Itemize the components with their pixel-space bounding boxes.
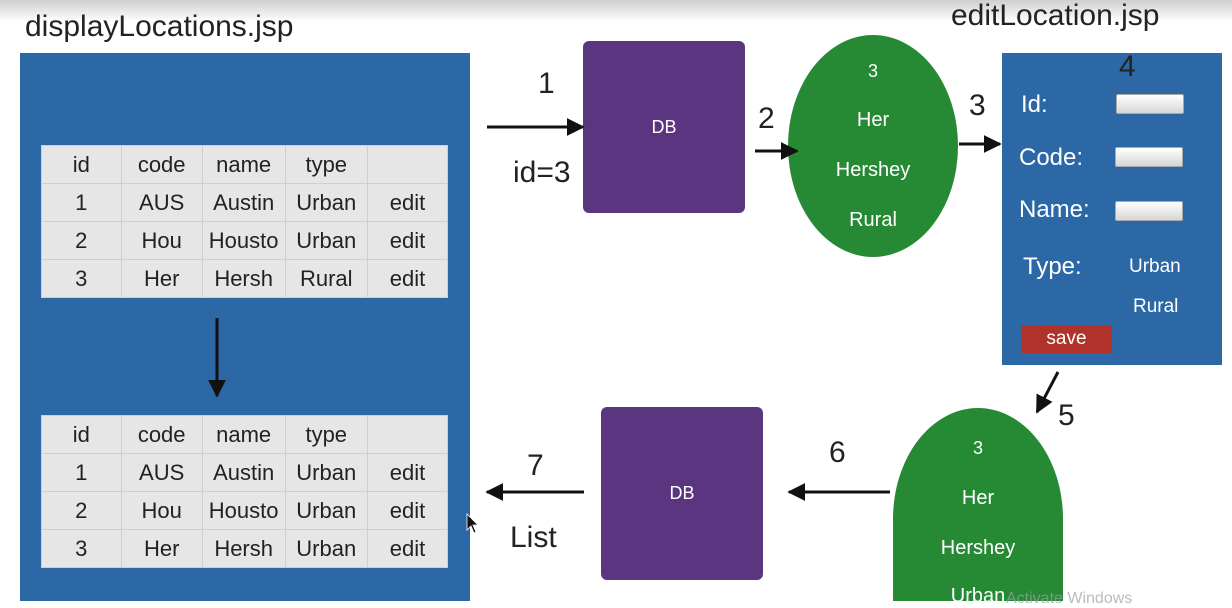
record-id: 3 bbox=[972, 438, 983, 458]
table-header-cell: id bbox=[41, 145, 122, 184]
db-label: DB bbox=[651, 116, 677, 137]
table-cell: Austin bbox=[201, 453, 286, 492]
id-label: Id: bbox=[1021, 91, 1048, 118]
step-5-label: 5 bbox=[1058, 399, 1075, 432]
table-cell: Her bbox=[120, 259, 203, 298]
table-header-row: id code name type bbox=[41, 415, 448, 454]
edit-link[interactable]: edit bbox=[367, 491, 448, 530]
table-row: 2 Hou Housto Urban edit bbox=[41, 491, 448, 530]
table-cell: AUS bbox=[120, 183, 203, 222]
table-cell: Urban bbox=[284, 453, 369, 492]
table-header-cell: type bbox=[284, 145, 369, 184]
mouse-cursor bbox=[466, 513, 479, 534]
step-6-label: 6 bbox=[829, 436, 846, 469]
activate-windows-watermark: Activate Windows bbox=[1006, 590, 1133, 607]
save-button[interactable]: save bbox=[1021, 325, 1112, 353]
record-code: Her bbox=[856, 109, 890, 131]
code-label: Code: bbox=[1019, 144, 1084, 171]
db-box-bottom: DB bbox=[601, 407, 763, 580]
code-field[interactable] bbox=[1115, 147, 1183, 167]
type-option-urban[interactable]: Urban bbox=[1129, 256, 1181, 277]
name-label: Name: bbox=[1019, 196, 1090, 223]
edit-location-title: editLocation.jsp bbox=[951, 0, 1160, 32]
record-ellipse-urban: 3 Her Hershey Urban bbox=[893, 408, 1063, 601]
table-cell: Hou bbox=[120, 491, 203, 530]
top-shadow bbox=[0, 0, 1232, 22]
edit-link[interactable]: edit bbox=[367, 183, 448, 222]
table-header-cell bbox=[367, 145, 448, 184]
type-option-rural[interactable]: Rural bbox=[1133, 296, 1179, 317]
step-3-label: 3 bbox=[969, 89, 986, 122]
table-cell: Urban bbox=[284, 491, 369, 530]
table-cell: 1 bbox=[41, 453, 122, 492]
edit-location-form: Id: Code: Name: Type: Urban Rural save bbox=[1002, 53, 1222, 365]
table-header-row: id code name type bbox=[41, 145, 448, 184]
locations-table-after: id code name type 1 AUS Austin Urban edi… bbox=[41, 415, 448, 568]
table-row: 3 Her Hersh Rural edit bbox=[41, 259, 448, 298]
edit-link[interactable]: edit bbox=[367, 453, 448, 492]
table-cell: Housto bbox=[201, 491, 286, 530]
record-name: Hershey bbox=[835, 159, 911, 181]
table-cell: Her bbox=[120, 529, 203, 568]
table-header-cell: type bbox=[284, 415, 369, 454]
record-type: Rural bbox=[849, 209, 897, 231]
table-cell: Housto bbox=[201, 221, 286, 260]
table-cell: Rural bbox=[284, 259, 369, 298]
name-field[interactable] bbox=[1115, 201, 1183, 221]
table-cell: Hersh bbox=[201, 259, 286, 298]
table-header-cell: code bbox=[120, 415, 203, 454]
table-cell: Hou bbox=[120, 221, 203, 260]
edit-link[interactable]: edit bbox=[367, 259, 448, 298]
table-row: 3 Her Hersh Urban edit bbox=[41, 529, 448, 568]
locations-table-before: id code name type 1 AUS Austin Urban edi… bbox=[41, 145, 448, 298]
table-cell: 3 bbox=[41, 529, 122, 568]
arrow-5 bbox=[1035, 371, 1060, 414]
table-cell: 2 bbox=[41, 221, 122, 260]
id-field[interactable] bbox=[1116, 94, 1184, 114]
id-param-label: id=3 bbox=[513, 156, 571, 189]
step-2-label: 2 bbox=[758, 102, 775, 135]
table-header-cell: code bbox=[120, 145, 203, 184]
edit-link[interactable]: edit bbox=[367, 529, 448, 568]
record-name: Hershey bbox=[940, 537, 1016, 559]
db-label: DB bbox=[669, 483, 695, 503]
edit-link[interactable]: edit bbox=[367, 221, 448, 260]
table-header-cell: id bbox=[41, 415, 122, 454]
table-cell: 3 bbox=[41, 259, 122, 298]
table-cell: AUS bbox=[120, 453, 203, 492]
db-box-top: DB bbox=[583, 41, 745, 213]
step-7-label: 7 bbox=[527, 449, 544, 482]
list-label: List bbox=[510, 521, 557, 554]
table-cell: Urban bbox=[284, 183, 369, 222]
display-locations-title: displayLocations.jsp bbox=[25, 10, 294, 43]
record-id: 3 bbox=[867, 61, 878, 81]
record-ellipse-rural: 3 Her Hershey Rural bbox=[788, 35, 958, 257]
table-row: 1 AUS Austin Urban edit bbox=[41, 453, 448, 492]
table-cell: Hersh bbox=[201, 529, 286, 568]
table-cell: Urban bbox=[284, 529, 369, 568]
step-4-label: 4 bbox=[1119, 50, 1136, 83]
type-label: Type: bbox=[1023, 253, 1082, 280]
table-row: 2 Hou Housto Urban edit bbox=[41, 221, 448, 260]
record-type: Urban bbox=[950, 585, 1006, 601]
table-header-cell: name bbox=[201, 145, 286, 184]
step-1-label: 1 bbox=[538, 67, 555, 100]
record-code: Her bbox=[961, 487, 995, 509]
